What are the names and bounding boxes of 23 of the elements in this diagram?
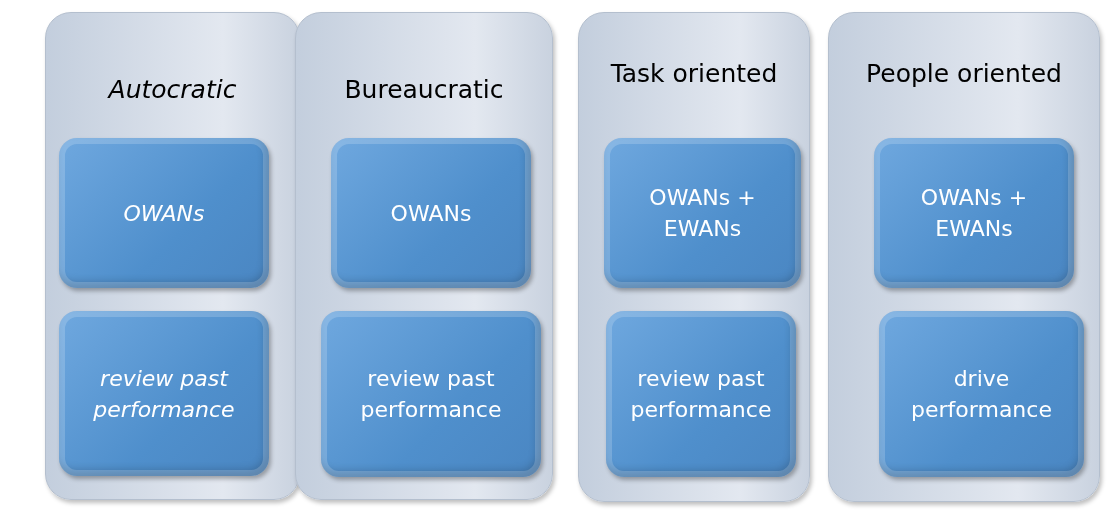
content-card xyxy=(59,138,269,288)
card-text: review past performance xyxy=(629,365,773,424)
content-card xyxy=(879,311,1084,477)
card-text: review past performance xyxy=(359,365,503,424)
content-card xyxy=(606,311,796,477)
card-text: OWANs + EWANs xyxy=(648,184,757,243)
column-panel xyxy=(295,12,553,500)
column-heading: People oriented xyxy=(866,58,1062,90)
column-heading: Autocratic xyxy=(108,74,237,106)
content-card xyxy=(59,311,269,476)
content-card xyxy=(331,138,531,288)
card-text: OWANs + EWANs xyxy=(919,184,1029,243)
column-heading: Task oriented xyxy=(610,58,778,90)
content-card xyxy=(604,138,801,288)
card-text: review past performance xyxy=(92,364,236,424)
column-panel xyxy=(828,12,1100,502)
card-text: drive performance xyxy=(910,365,1053,424)
column-panel xyxy=(578,12,810,502)
card-text: OWANs xyxy=(390,199,472,228)
card-text: OWANs xyxy=(123,199,205,228)
column-heading: Bureaucratic xyxy=(344,74,504,106)
content-card xyxy=(874,138,1074,288)
content-card xyxy=(321,311,541,477)
